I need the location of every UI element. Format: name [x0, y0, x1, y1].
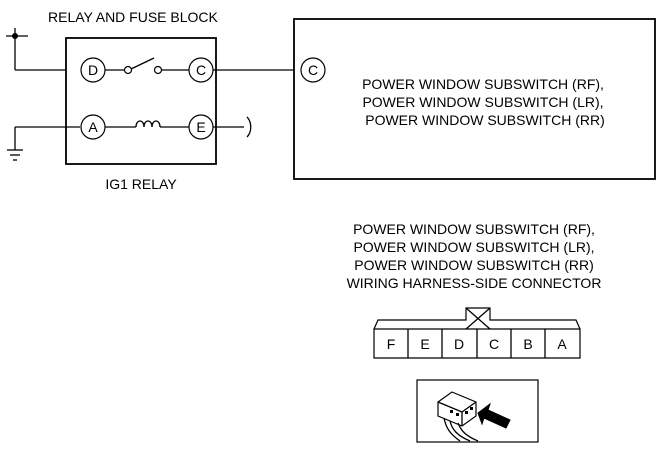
connector-pin-e: E — [420, 336, 429, 352]
connector-caption-2: POWER WINDOW SUBSWITCH (LR), — [353, 239, 594, 255]
ground-wire — [14, 126, 80, 150]
subswitch-line-3: POWER WINDOW SUBSWITCH (RR) — [365, 112, 605, 128]
relay-label: IG1 RELAY — [105, 176, 177, 192]
connector-pin-c: C — [489, 336, 499, 352]
switch-contact-icon — [105, 57, 189, 75]
connector-caption-1: POWER WINDOW SUBSWITCH (RF), — [353, 221, 595, 237]
terminal-e: E — [188, 114, 214, 140]
terminal-c-subswitch-label: C — [308, 62, 318, 78]
terminal-a: A — [80, 114, 106, 140]
relay-housing — [65, 37, 217, 165]
connector-face — [373, 307, 581, 359]
terminal-c-subswitch: C — [300, 57, 326, 83]
relay-block-title: RELAY AND FUSE BLOCK — [48, 9, 219, 25]
connector-pin-a: A — [557, 336, 567, 352]
connector-pin-f: F — [387, 336, 396, 352]
subswitch-line-1: POWER WINDOW SUBSWITCH (RF), — [362, 76, 604, 92]
terminal-e-label: E — [196, 119, 205, 135]
junction-dot-icon — [12, 33, 18, 39]
subswitch-box — [293, 18, 656, 180]
relay-coil-icon — [105, 120, 189, 128]
connector-pin-d: D — [454, 336, 464, 352]
terminal-c-relay: C — [188, 57, 214, 83]
continuation-wire — [213, 116, 252, 138]
connector-caption-4: WIRING HARNESS-SIDE CONNECTOR — [347, 275, 602, 291]
terminal-a-label: A — [88, 119, 98, 135]
terminal-c-relay-label: C — [196, 62, 206, 78]
terminal-d-label: D — [88, 62, 98, 78]
subswitch-line-2: POWER WINDOW SUBSWITCH (LR), — [362, 94, 603, 110]
terminal-d: D — [80, 57, 106, 83]
ground-icon — [7, 149, 23, 161]
connector-pin-b: B — [523, 336, 532, 352]
connector-caption-3: POWER WINDOW SUBSWITCH (RR) — [354, 257, 594, 273]
harness-side-view-icon — [416, 379, 539, 443]
